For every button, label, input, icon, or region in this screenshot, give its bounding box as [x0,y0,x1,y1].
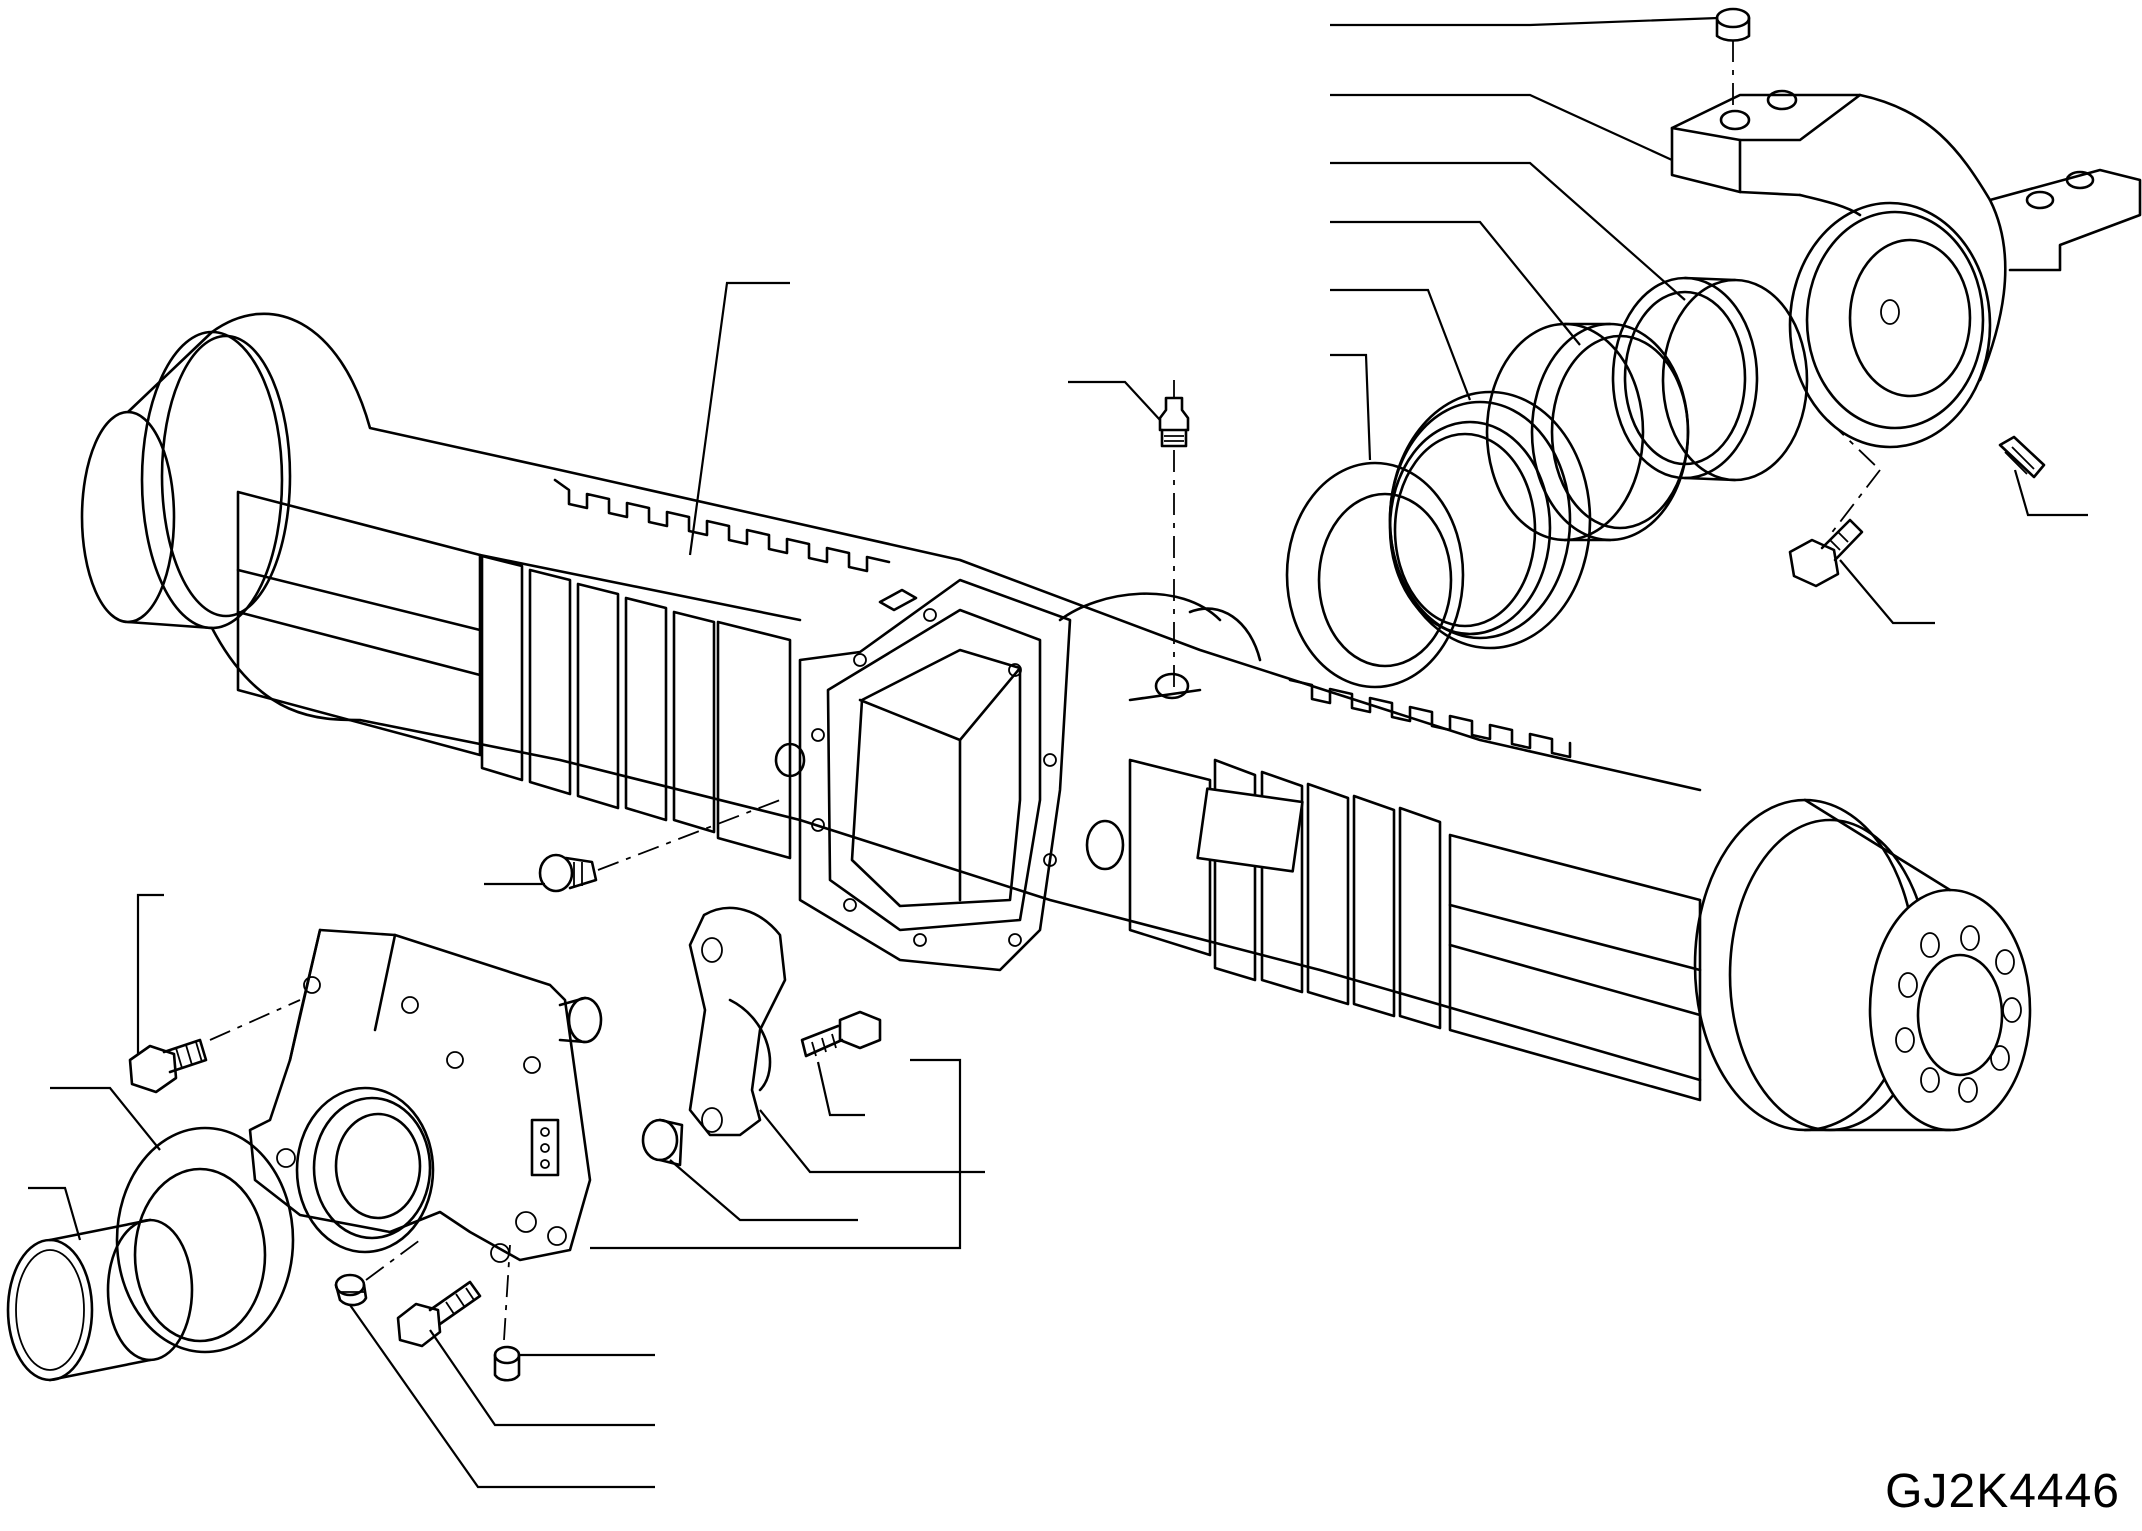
thrust-washer-top [1285,461,1465,689]
grease-nipple-right [1998,435,2046,479]
bushing-top [1715,7,1751,42]
bolt-right [1788,518,1864,588]
bearing-cap [688,906,787,1137]
diff-flange-bolts [811,608,1057,947]
hub-stud-holes [1895,925,2022,1103]
cap-bolt [800,1010,882,1058]
seal-ring [1388,390,1592,650]
bearing-ring-lower [1485,322,1690,542]
dowel-pin [493,1345,521,1382]
assembly-axis-lines [209,40,1881,1341]
right-cooling-fins [1128,758,1442,1030]
left-cooling-fins [480,554,792,860]
bolt-left [128,1038,208,1094]
pivot-bracket [1670,89,2142,449]
drawing-code-label: GJ2K4446 [1885,1465,2120,1518]
axle-housing [80,312,2032,1132]
drain-plug [538,853,598,893]
bushing-small [641,1118,684,1167]
callout-leader-lines [28,16,2088,1489]
thrust-washer-left [115,1126,295,1354]
pinion-housing [248,928,603,1263]
breather-fitting [1158,396,1190,448]
set-screw [334,1273,368,1307]
housing-bolt [396,1280,482,1348]
bushing-left [6,1218,194,1382]
